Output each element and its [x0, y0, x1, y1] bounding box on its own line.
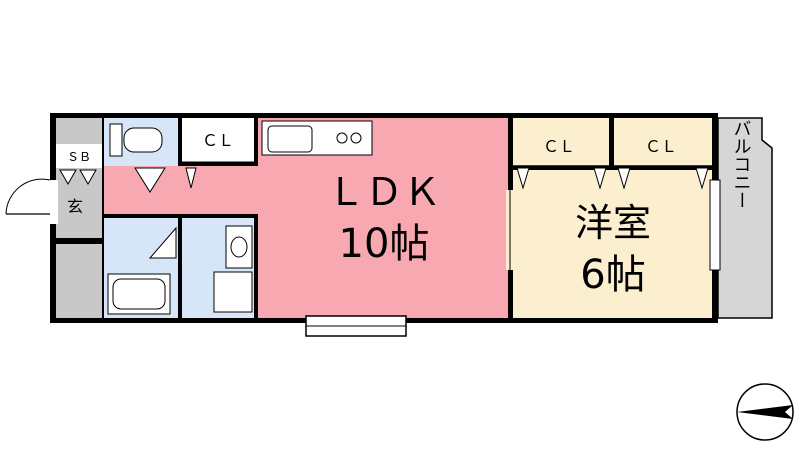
- closet-bed-left-label: ＣＬ: [543, 137, 575, 156]
- compass-icon: [736, 383, 794, 441]
- balcony-window: [709, 179, 721, 271]
- toilet-icon: [109, 123, 163, 157]
- hallway-floor: [104, 166, 254, 214]
- kitchen-sink-icon: [261, 120, 373, 156]
- ldk-room-label: ＬＤＫ: [327, 170, 441, 214]
- partition-wall: [104, 214, 254, 218]
- front-door-swing: [5, 178, 51, 215]
- partition-wall: [178, 118, 182, 166]
- ldk-size-label: 10帖: [339, 221, 430, 267]
- storage-top-left: [56, 118, 102, 144]
- closet-entry-label: ＣＬ: [202, 131, 234, 150]
- closet-bed-left-area: [513, 118, 609, 166]
- bathroom-door: [148, 226, 177, 259]
- entrance-label: 玄: [67, 197, 83, 216]
- partition-wall: [609, 118, 614, 166]
- storage-bottom-left: [56, 244, 102, 318]
- closet-entry-area: [182, 118, 254, 162]
- balcony-label: バルコニー: [731, 119, 752, 209]
- closet-bed-right-label: ＣＬ: [645, 137, 677, 156]
- stove-icon: [336, 132, 362, 144]
- front-door-opening: [48, 180, 58, 224]
- ldk-opening: [252, 166, 260, 214]
- washing-machine-icon: [213, 271, 253, 313]
- western-room-label: 洋室: [575, 201, 651, 245]
- western-room-floor: [513, 170, 712, 318]
- closet-bed-right-area: [614, 118, 712, 166]
- partition-wall: [178, 218, 182, 318]
- bathtub-icon: [107, 273, 171, 315]
- western-size-label: 6帖: [580, 252, 645, 298]
- shoe-box-area: [56, 144, 102, 168]
- washbasin-icon: [225, 225, 253, 269]
- entrance-floor: [56, 168, 102, 238]
- shoe-box-label: ＳＢ: [67, 150, 91, 164]
